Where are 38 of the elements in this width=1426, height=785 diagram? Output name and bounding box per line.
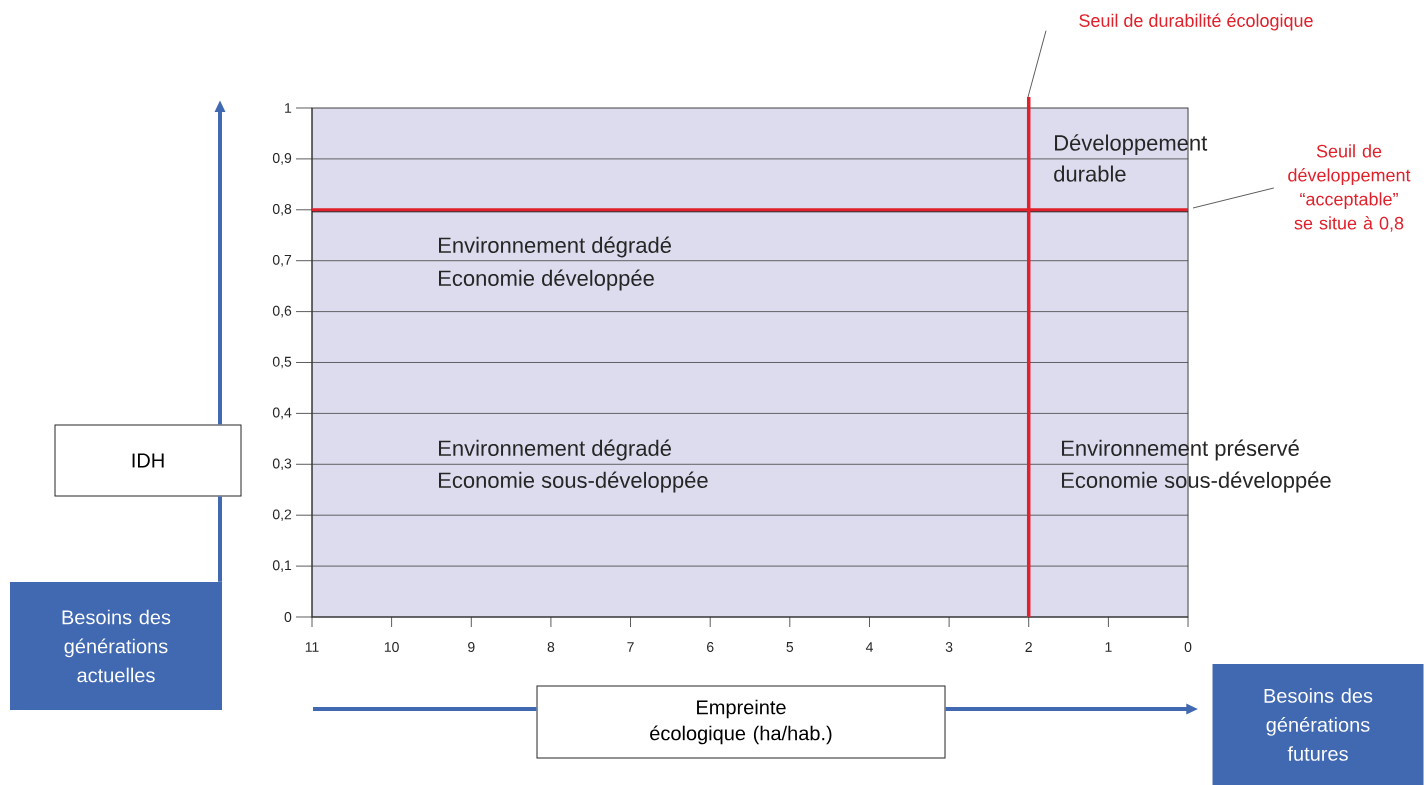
axis-label-box: IDH <box>54 424 242 497</box>
tick-label: 0 <box>284 612 292 622</box>
tick-label: 0,1 <box>272 560 292 572</box>
tick-label: 8 <box>547 642 555 652</box>
threshold-note: Seuil de développement “acceptable” se situe à 0,8 <box>1288 144 1411 232</box>
tick-label: 6 <box>707 642 714 652</box>
quadrant-label: Economie sous-développée <box>439 471 708 493</box>
quadrant-label: Environnement dégradé <box>439 439 671 461</box>
leader-line <box>1027 30 1047 98</box>
tick-label: 4 <box>865 642 873 652</box>
tick-label: 5 <box>786 642 794 652</box>
tick-label: 3 <box>945 642 953 652</box>
axis-label-box: Empreinte écologique (ha/hab.) <box>536 685 946 759</box>
quadrant-label: Environnement dégradé <box>439 236 671 258</box>
tick-label: 10 <box>384 642 399 652</box>
leader-line <box>1192 187 1275 209</box>
tick-label: 0,6 <box>272 305 292 318</box>
quadrant-label: Economie développée <box>439 269 654 291</box>
tick-label: 0,2 <box>272 509 292 521</box>
tick-label: 0 <box>1184 642 1192 652</box>
tick-label: 1 <box>285 103 292 113</box>
threshold-note: Seuil de durabilité écologique <box>1079 13 1313 31</box>
tick-label: 0,7 <box>272 254 292 267</box>
tick-label: 0,3 <box>272 458 292 471</box>
quadrant-label: Economie sous-développée <box>1062 471 1331 493</box>
tick-label: 11 <box>305 642 319 652</box>
tick-label: 2 <box>1025 642 1032 652</box>
quadrant-label: Développement durable <box>1054 134 1208 182</box>
tick-label: 0,4 <box>272 407 292 420</box>
needs-box: Besoins des générations actuelles <box>10 582 222 710</box>
needs-box: Besoins des générations futures <box>1212 664 1424 785</box>
tick-label: 7 <box>627 642 634 652</box>
tick-label: 9 <box>468 642 475 652</box>
tick-label: 1 <box>1105 642 1112 652</box>
tick-label: 0,5 <box>272 356 292 369</box>
quadrant-label: Environnement préservé <box>1062 439 1299 461</box>
tick-label: 0,9 <box>272 153 292 165</box>
tick-label: 0,8 <box>272 204 292 216</box>
